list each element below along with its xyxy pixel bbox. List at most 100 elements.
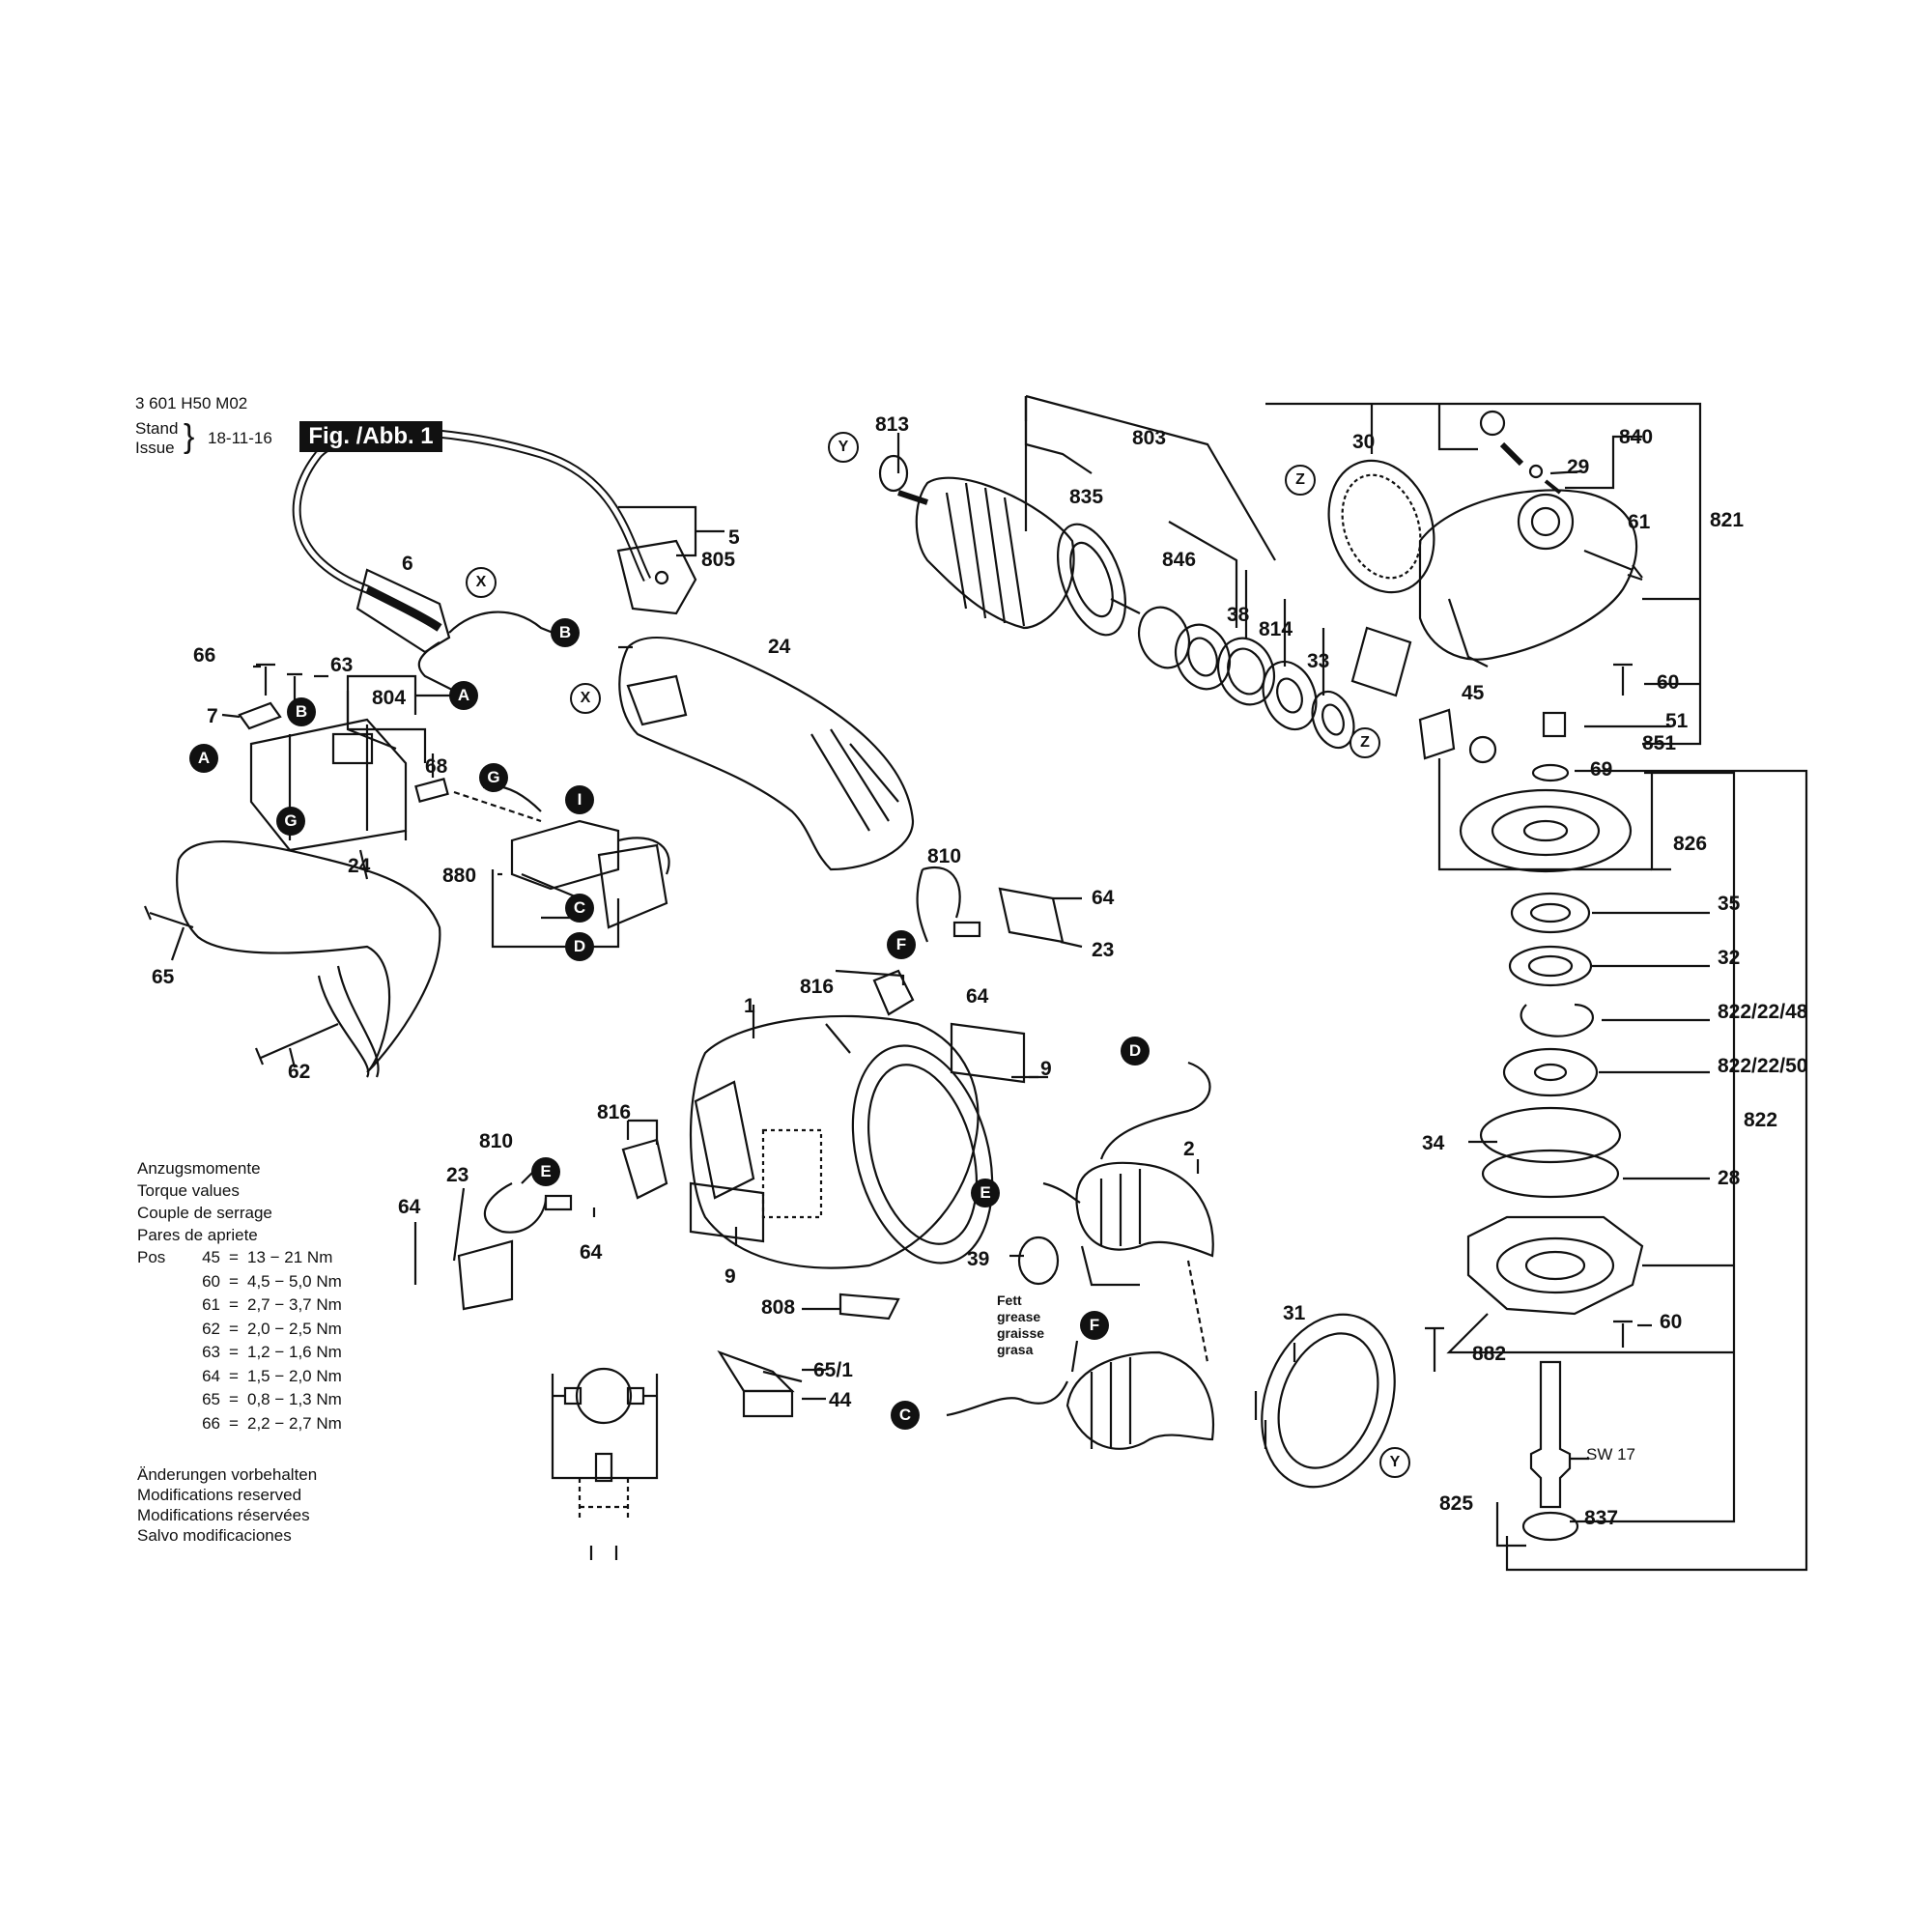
callout-i: I <box>565 785 594 814</box>
callout-g: G <box>479 763 508 792</box>
callout-g: G <box>276 807 305 836</box>
callout-f: F <box>887 930 916 959</box>
part-label: 61 <box>1628 511 1651 533</box>
part-label: 837 <box>1584 1507 1619 1529</box>
part-label: 840 <box>1619 426 1654 448</box>
part-label: 808 <box>761 1296 796 1319</box>
electronic-module <box>510 819 620 891</box>
part-label: 825 <box>1439 1492 1474 1515</box>
part-label: 816 <box>800 976 835 998</box>
part-label: 64 <box>966 985 989 1008</box>
callout-z: Z <box>1285 465 1316 496</box>
callout-c: C <box>565 894 594 923</box>
callout-x: X <box>570 683 601 714</box>
part-label: 826 <box>1673 833 1708 855</box>
part-label: 34 <box>1422 1132 1445 1154</box>
bevel-gear <box>1459 788 1633 873</box>
grease-note: Fett grease graisse grasa <box>997 1293 1045 1357</box>
pinion <box>1418 708 1456 760</box>
armature <box>915 476 1075 630</box>
wiring-schematic <box>551 1374 659 1480</box>
part-label: 64 <box>580 1241 603 1264</box>
callout-c: C <box>891 1401 920 1430</box>
callout-e: E <box>971 1179 1000 1208</box>
part-label: 822/22/48 <box>1718 1001 1808 1023</box>
switch <box>249 718 408 852</box>
part-label: 822 <box>1744 1109 1778 1131</box>
part-label: 880 <box>442 865 477 887</box>
header-brace: } <box>184 418 195 455</box>
field-coil <box>1075 1161 1214 1258</box>
part-label: 24 <box>768 636 791 658</box>
part-label: 30 <box>1352 431 1376 453</box>
part-label: 65 <box>152 966 175 988</box>
part-label: 822/22/50 <box>1718 1055 1808 1077</box>
plug <box>616 539 697 615</box>
part-label: 63 <box>330 654 354 676</box>
callout-x: X <box>466 567 497 598</box>
part-label: 803 <box>1132 427 1167 449</box>
cover <box>1261 1313 1396 1489</box>
part-label: 804 <box>372 687 407 709</box>
part-label: 66 <box>193 644 216 667</box>
torque-row: 63=1,2 − 1,6 Nm <box>202 1343 342 1361</box>
torque-legend-heading: Anzugsmomente Torque values Couple de se… <box>137 1159 272 1244</box>
issue-date: 18-11-16 <box>208 429 272 447</box>
torque-row: 62=2,0 − 2,5 Nm <box>202 1319 342 1338</box>
part-label: 23 <box>446 1164 469 1186</box>
part-label: 24 <box>348 855 371 877</box>
issue-label: Issue <box>135 439 175 457</box>
part-label: 846 <box>1162 549 1197 571</box>
callout-y: Y <box>1379 1447 1410 1478</box>
callout-e: E <box>531 1157 560 1186</box>
part-label: 851 <box>1642 732 1677 754</box>
switch-clip <box>238 701 282 730</box>
flange <box>1466 1215 1644 1316</box>
part-label: 9 <box>1040 1058 1052 1080</box>
part-label: 821 <box>1710 509 1745 531</box>
torque-row: 60=4,5 − 5,0 Nm <box>202 1271 342 1291</box>
part-label: 23 <box>1092 939 1115 961</box>
callout-b: B <box>551 618 580 647</box>
part-label: 38 <box>1227 604 1250 626</box>
part-label: 60 <box>1657 671 1680 694</box>
part-label: 51 <box>1665 710 1689 732</box>
torque-row: 64=1,5 − 2,0 Nm <box>202 1366 342 1385</box>
part-label: 28 <box>1718 1167 1741 1189</box>
torque-row: 61=2,7 − 3,7 Nm <box>202 1295 342 1314</box>
part-label: 65/1 <box>813 1359 853 1381</box>
part-label: 2 <box>1183 1138 1195 1160</box>
callout-f: F <box>1080 1311 1109 1340</box>
part-label: 62 <box>288 1061 311 1083</box>
part-label: 68 <box>425 755 448 778</box>
part-label: 805 <box>701 549 736 571</box>
part-label: 9 <box>724 1265 736 1288</box>
part-label: 6 <box>402 553 413 575</box>
callout-b: B <box>287 697 316 726</box>
part-label: 64 <box>398 1196 421 1218</box>
gear-housing <box>1418 489 1638 661</box>
torque-row: 65=0,8 − 1,3 Nm <box>202 1390 342 1408</box>
part-label: 35 <box>1718 893 1741 915</box>
part-label: 810 <box>479 1130 514 1152</box>
spindle <box>1529 1360 1572 1509</box>
part-label: 29 <box>1567 456 1590 478</box>
callout-d: D <box>1121 1037 1150 1065</box>
part-label: 814 <box>1259 618 1293 640</box>
stand-label: Stand <box>135 419 179 438</box>
handle-right <box>618 636 915 871</box>
doc-number: 3 601 H50 M02 <box>135 394 248 412</box>
part-label: 1 <box>744 995 755 1017</box>
handle-left <box>176 840 441 1073</box>
part-label: 64 <box>1092 887 1115 909</box>
figure-label: Fig. /Abb. 1 <box>299 421 442 452</box>
part-label: 5 <box>728 526 740 549</box>
gear <box>1327 459 1435 594</box>
modifications-note: Änderungen vorbehalten Modifications res… <box>137 1465 318 1545</box>
part-label: 39 <box>967 1248 990 1270</box>
motor-housing <box>689 1014 980 1269</box>
part-label: 60 <box>1660 1311 1683 1333</box>
